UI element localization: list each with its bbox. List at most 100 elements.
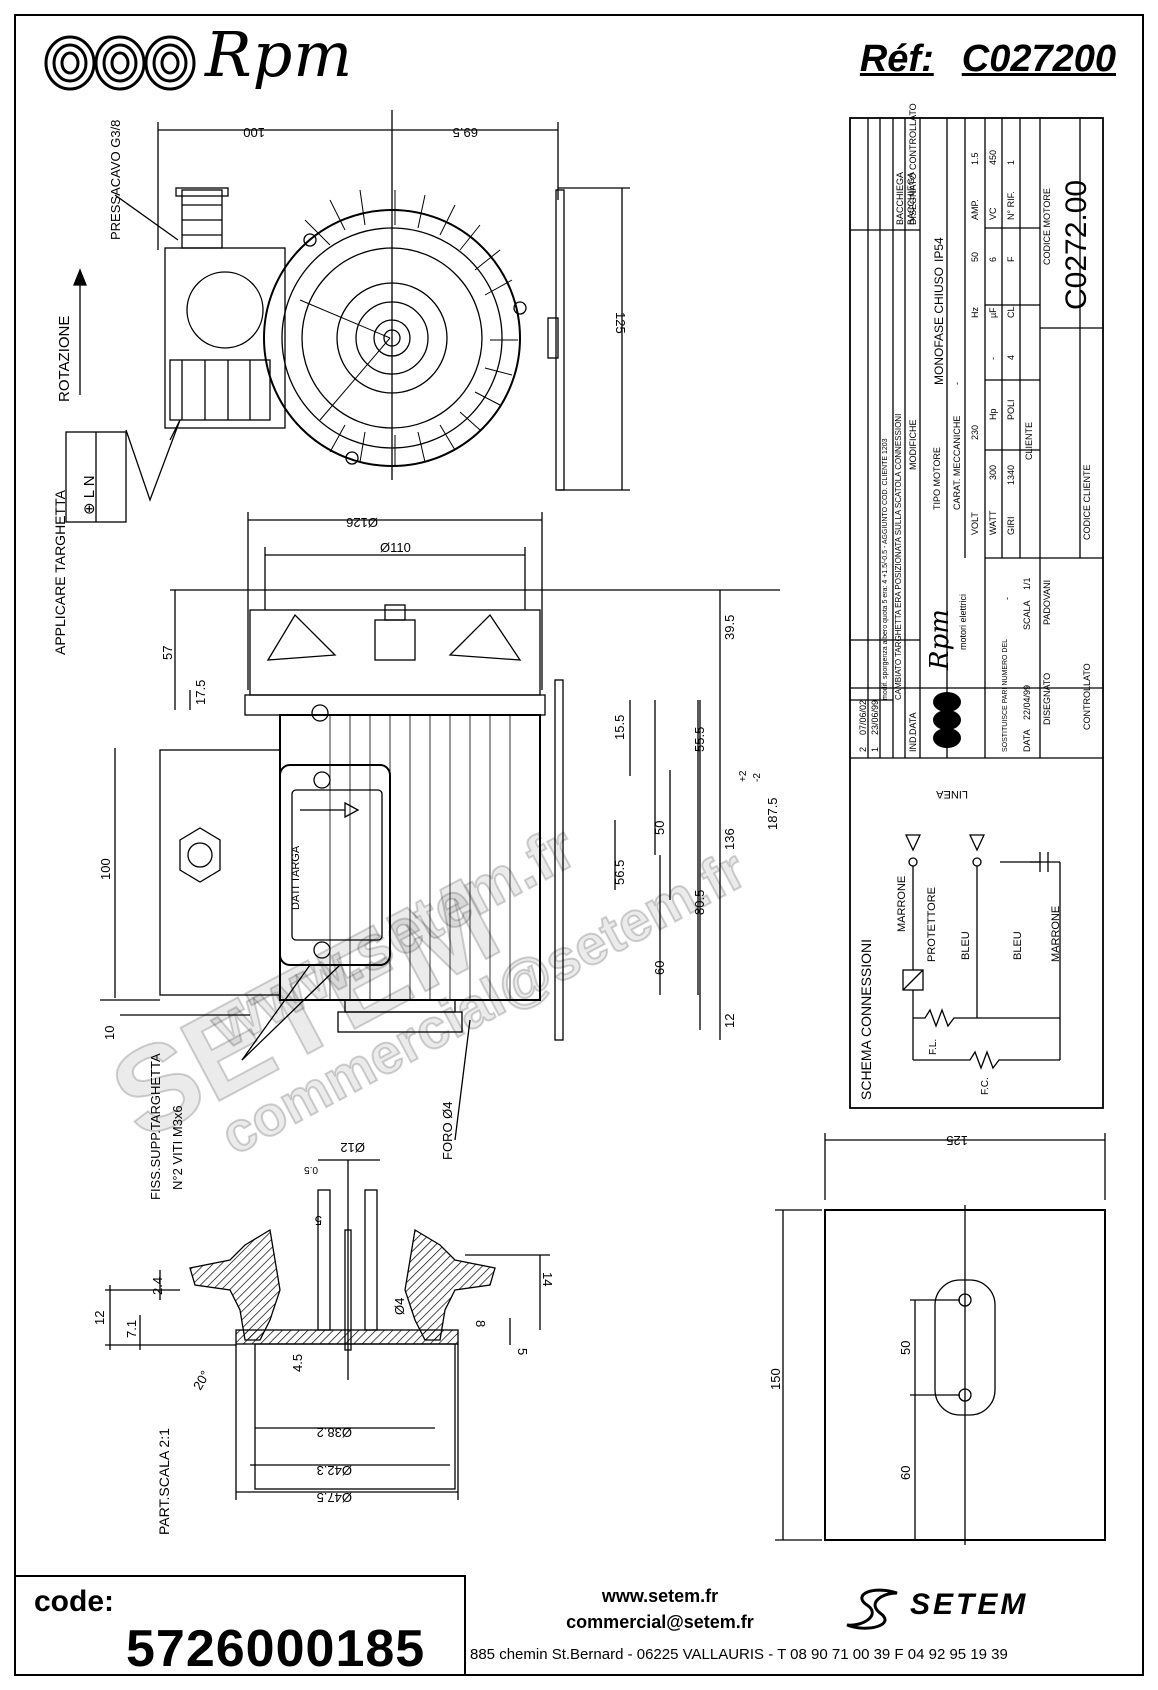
schema-title: SCHEMA CONNESSIONI (858, 938, 874, 1100)
schema-bleu-2: BLEU (1012, 931, 1024, 960)
tb-rpm-logo-icon (933, 692, 961, 748)
tb-disegnato-lbl: DISEGNATO (1042, 672, 1052, 725)
tb-watt-lbl: WATT (988, 510, 998, 536)
dim-56-5: 56.5 (612, 859, 627, 885)
dim-d4: Ø4 (392, 1297, 407, 1315)
brand-name: Rpm (205, 18, 354, 91)
dim-12-left: 12 (92, 1310, 107, 1325)
foro-label: FORO Ø4 (440, 1101, 455, 1160)
tb-poli-lbl: POLI (1006, 399, 1016, 420)
dim-d38-2: Ø38.2 (316, 1425, 352, 1440)
tb-row-1-text: CAMBIATO TARGHETTA ERA POSIZIONATA SULLA… (894, 413, 903, 700)
dim-plate-50: 50 (898, 1340, 913, 1355)
dim-d110: Ø110 (380, 540, 411, 555)
tb-controllato-lbl: CONTROLLATO (1082, 663, 1092, 730)
ref-label: Réf: (859, 38, 934, 80)
dim-60: 60 (652, 960, 667, 975)
tb-hdr-ind: IND. (908, 734, 918, 752)
tb-sost-val: - (1002, 597, 1012, 600)
tb-volt-lbl: VOLT (970, 512, 980, 535)
motor-end-view (65, 110, 630, 523)
dim-7-1: 7.1 (124, 1319, 139, 1338)
tb-hdr-disegnato: DISEGNATO (908, 172, 918, 225)
schema-fl: F.L. (928, 1038, 939, 1055)
dati-targa-label: DATI TARGA (290, 845, 302, 910)
dim-50: 50 (652, 820, 667, 835)
tb-carat-val: - (952, 382, 962, 385)
code-box: code: 5726000185 (16, 1575, 466, 1678)
tb-ip: IP54 (932, 237, 946, 262)
schema-linea: LINEA (936, 788, 968, 800)
dim-17-5: 17.5 (193, 679, 208, 705)
dim-39-5: 39.5 (722, 614, 737, 640)
tb-poli-val: 4 (1006, 354, 1016, 360)
dim-125-side: 125 (613, 312, 628, 334)
pressacavo-label: PRESSACAVO G3/8 (108, 119, 123, 240)
tb-scala-lbl: SCALA (1022, 600, 1032, 630)
setem-logo-icon (846, 1588, 898, 1630)
tb-giri-val: 1340 (1006, 464, 1016, 485)
tb-cl-lbl: CL. (1006, 303, 1016, 318)
dim-5: 5 (515, 1348, 530, 1356)
tb-tipo-motore-lbl: TIPO MOTORE (932, 447, 942, 510)
tb-codice-motore-lbl: CODICE MOTORE (1042, 188, 1052, 265)
code-label: code: (34, 1585, 115, 1618)
dim-plate-60: 60 (898, 1465, 913, 1480)
footer-website-link[interactable]: www.setem.fr (601, 1586, 719, 1606)
tb-row-1-n: 1 (870, 746, 880, 752)
footer-contact: www.setem.fr commercial@setem.fr (530, 1583, 790, 1635)
tb-cliente-lbl: CLIENTE (1024, 421, 1034, 460)
rpm-logo-icon (44, 35, 196, 91)
dim-5-shaft: 5 (314, 1213, 322, 1228)
tb-cl-val: F (1006, 256, 1016, 263)
tb-watt-val: 300 (988, 464, 998, 480)
tb-nrif-lbl: N° RIF. (1006, 191, 1016, 220)
setem-wordmark: SETEM (910, 1588, 1029, 1621)
connection-schema (902, 834, 1061, 1070)
tb-tipo-motore-val: MONOFASE CHIUSO (932, 266, 946, 385)
dim-136-tol-plus: +2 (738, 770, 749, 782)
dim-14: 14 (540, 1272, 555, 1287)
schema-marrone-2: MARRONE (1050, 905, 1062, 962)
tb-data-val: 22/04/99 (1022, 684, 1032, 720)
ref-value: C027200 (961, 38, 1116, 80)
drawing-sheet (14, 14, 1144, 1676)
terminal-symbols: ⊕ L N (81, 475, 98, 515)
tb-giri-lbl: GIRI (1006, 516, 1016, 535)
schema-protettore: PROTETTORE (926, 887, 938, 962)
tb-nrif-val: 1 (1006, 159, 1016, 165)
tb-carat-lbl: CARAT. MECCANICHE (952, 415, 962, 510)
tb-vc-val: 450 (988, 149, 998, 165)
dim-4-5: 4.5 (290, 1353, 305, 1372)
tb-hz-val: 50 (970, 251, 980, 262)
dim-57: 57 (160, 645, 175, 660)
dim-plate-125: 125 (946, 1133, 968, 1148)
applicare-label: APPLICARE TARGHETTA (52, 490, 68, 655)
dim-187-5: 187.5 (765, 797, 780, 830)
tb-row-2-text: modif. sporgenza albero quota 5 era: 4 +… (882, 438, 889, 700)
tb-brand-sub: motori elettrici (958, 593, 968, 650)
motor-side-view (100, 512, 780, 1141)
tb-amp-val: 1.5 (970, 152, 980, 165)
tb-sostituisce: SOSTITUISCE PARI NUMERO DEL (1002, 638, 1009, 752)
schema-marrone: MARRONE (896, 875, 908, 932)
dim-136-tol-minus: -2 (752, 773, 763, 782)
tb-codice-cliente-lbl: CODICE CLIENTE (1082, 464, 1092, 540)
tb-row-2-n: 2 (858, 746, 868, 752)
dim-8: 8 (473, 1320, 488, 1328)
tb-hp-val: - (988, 357, 998, 360)
dim-d12-shaft: Ø12 (340, 1140, 365, 1155)
dim-d126: Ø126 (346, 515, 378, 530)
tb-hp-lbl: Hp (988, 408, 998, 420)
title-block-frame (849, 117, 1104, 1109)
tb-scala-val: 1/1 (1022, 577, 1032, 590)
schema-fc: F.C. (980, 1077, 991, 1095)
dim-2-4: 2.4 (150, 1276, 165, 1295)
tb-data-lbl: DATA (1022, 729, 1032, 752)
dim-0-5: 0.5 (304, 1164, 318, 1175)
dim-d47-5: Ø47.5 (316, 1490, 352, 1505)
tb-codice-motore-val: C0272.00 (1060, 179, 1093, 310)
dim-69-5: 69.5 (452, 125, 478, 140)
footer-email-link[interactable]: commercial@setem.fr (566, 1612, 754, 1632)
